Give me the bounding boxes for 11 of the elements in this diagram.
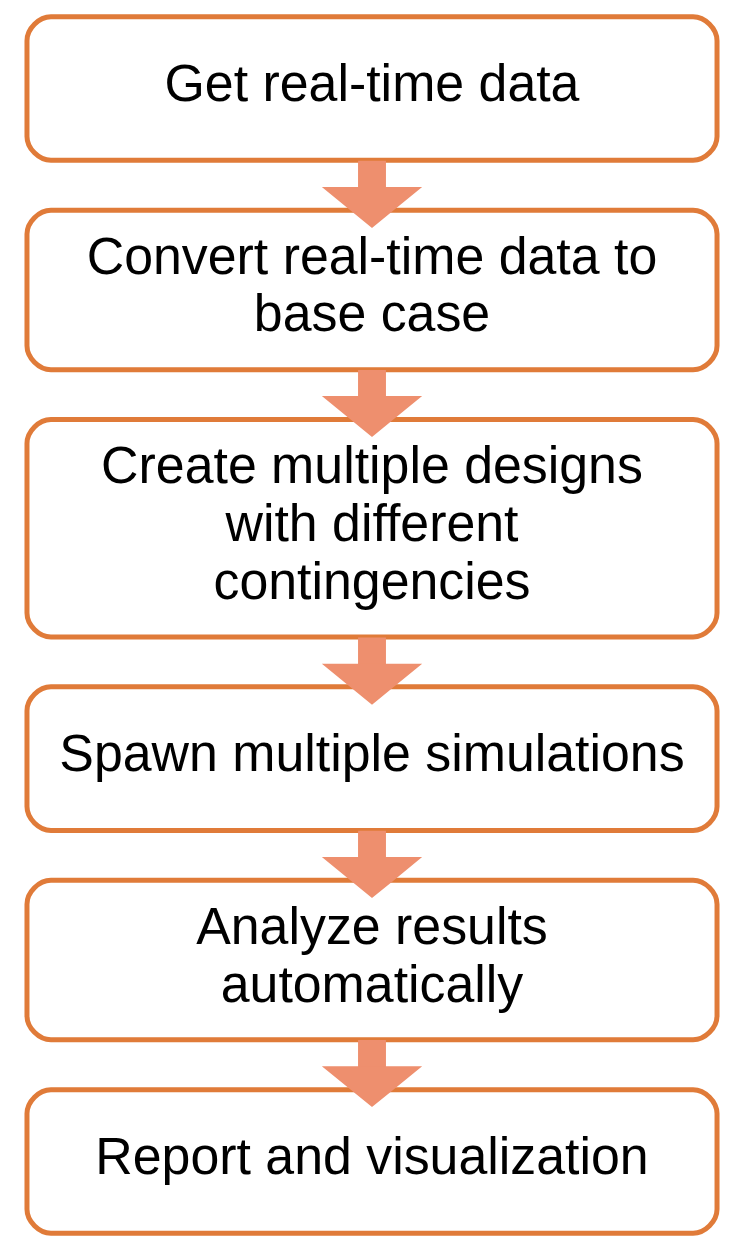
arrow — [321, 1040, 423, 1108]
node-box: Report and visualization — [24, 1087, 720, 1236]
node-box: Create multiple designs with different contingencies — [24, 417, 720, 640]
arrow — [321, 160, 423, 228]
arrow — [321, 830, 423, 899]
node-box: Get real-time data — [24, 14, 720, 163]
node-box: Spawn multiple simulations — [24, 684, 720, 833]
node-box: Analyze results automatically — [24, 877, 720, 1043]
node-box: Convert real-time data to base case — [24, 207, 720, 373]
arrow — [321, 637, 423, 705]
arrow — [321, 370, 423, 437]
